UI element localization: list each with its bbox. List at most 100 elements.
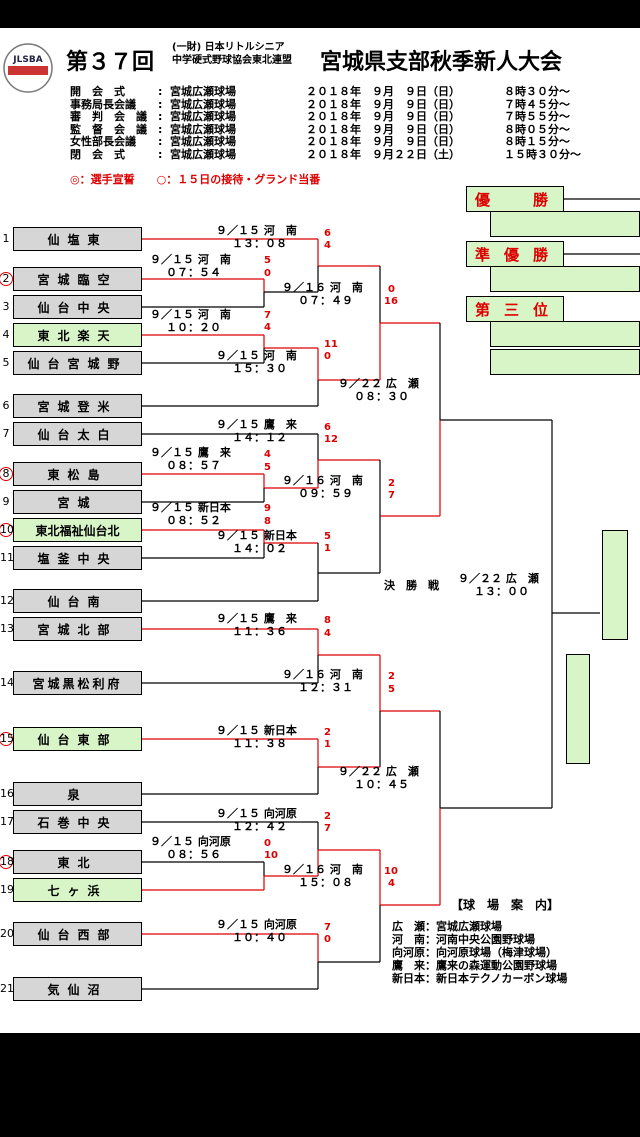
score-value: 0	[264, 268, 271, 279]
match-date-venue: ９／１６ 河 南	[282, 281, 363, 294]
score-value: 0	[388, 284, 395, 295]
score-value: 5	[324, 531, 331, 542]
team-number: 5	[2, 356, 10, 369]
match-date-venue: ９／１６ 河 南	[282, 668, 363, 681]
team-name: 仙台中央	[13, 295, 142, 319]
match-time: １２：３１	[298, 681, 353, 694]
team-name: 東北楽天	[13, 323, 142, 347]
match-date-venue: ９／１５ 鷹 来	[150, 446, 231, 459]
score-value: 0	[324, 934, 331, 945]
match-date-venue: ９／１５ 河 南	[216, 224, 297, 237]
match-date-venue: ９／１５ 河 南	[150, 308, 231, 321]
team-number: 12	[0, 594, 14, 607]
team-number: 1	[2, 232, 10, 245]
schedule-venue: 宮城広瀬球場	[170, 135, 236, 148]
schedule-label: 女性部長会議	[70, 135, 136, 148]
schedule-date: ２０１８年 ９月 ９日（日）	[306, 135, 460, 148]
team-number: 9	[2, 495, 10, 508]
team-number: 11	[0, 551, 14, 564]
schedule-label: 審 判 会 議	[70, 110, 147, 123]
schedule-date: ２０１８年 ９月 ９日（日）	[306, 122, 460, 136]
match-date-venue: ９／１５ 河 南	[150, 253, 231, 266]
match-date-venue: ９／１５ 鷹 来	[216, 612, 297, 625]
match-date-venue: ９／１５ 向河原	[216, 918, 297, 931]
team-name: 仙台宮城野	[13, 351, 142, 375]
team-number: 20	[0, 927, 14, 940]
schedule-time: ８時１５分～	[504, 135, 570, 148]
match-time: ０８：３０	[354, 390, 409, 403]
league-logo: JLSBA	[2, 42, 54, 94]
match-date-venue: ９／２２ 広 瀬	[338, 377, 419, 390]
schedule-colon: :	[158, 147, 163, 161]
team-name: 仙台南	[13, 589, 142, 613]
svg-text:JLSBA: JLSBA	[12, 55, 42, 65]
team-number: 13	[0, 622, 14, 635]
runner-up-label: 準優勝	[466, 241, 564, 267]
schedule-time: ８時０５分～	[504, 122, 570, 136]
score-value: 2	[388, 478, 395, 489]
match-time: ０８：５６	[166, 848, 221, 861]
schedule-label: 監 督 会 議	[70, 122, 147, 136]
schedule-date: ２０１８年 ９月 ９日（日）	[306, 110, 460, 123]
score-value: 4	[264, 322, 271, 333]
match-time: １３：０８	[232, 237, 287, 250]
match-time: ０７：５４	[166, 266, 221, 279]
team-number: 15	[0, 732, 14, 745]
schedule-time: ７時５５分～	[504, 110, 570, 123]
team-name: 仙塩東	[13, 227, 142, 251]
venue-row: 鷹 来：鷹来の森運動公園野球場	[392, 959, 557, 972]
venue-row: 広 瀬：宮城広瀬球場	[392, 920, 502, 933]
match-date-venue: ９／１５ 新日本	[216, 724, 297, 737]
team-name: 宮城登米	[13, 394, 142, 418]
duty-circle-mark	[0, 732, 13, 746]
final-label: 決 勝 戦	[384, 579, 439, 592]
score-value: 10	[384, 866, 398, 877]
venue-row: 向河原：向河原球場（梅津球場）	[392, 946, 557, 959]
duty-circle-mark	[0, 523, 13, 537]
match-time: １１：３６	[232, 625, 287, 638]
score-value: 7	[388, 490, 395, 501]
score-value: 10	[264, 850, 278, 861]
team-name: 東北	[13, 850, 142, 874]
schedule-date: ２０１８年 ９月 ９日（日）	[306, 97, 460, 111]
venue-row: 河 南：河南中央公園野球場	[392, 933, 535, 946]
score-value: 7	[264, 310, 271, 321]
score-value: 1	[324, 543, 331, 554]
duty-circle-mark	[0, 855, 13, 869]
schedule-time: ７時４５分～	[504, 97, 570, 111]
score-value: 7	[324, 922, 331, 933]
schedule-colon: :	[158, 85, 163, 98]
team-number: 21	[0, 982, 14, 995]
score-value: 4	[324, 240, 331, 251]
match-date-venue: ９／１５ 河 南	[216, 349, 297, 362]
schedule-venue: 宮城広瀬球場	[170, 147, 236, 161]
match-time: ０８：５７	[166, 459, 221, 472]
schedule-venue: 宮城広瀬球場	[170, 97, 236, 111]
match-time: １３：００	[474, 585, 529, 598]
team-number: 2	[2, 272, 10, 285]
team-number: 17	[0, 815, 14, 828]
score-value: 16	[384, 296, 398, 307]
team-number: 10	[0, 523, 14, 536]
final-side-box	[566, 654, 590, 764]
team-name: 宮城臨空	[13, 267, 142, 291]
team-number: 18	[0, 855, 14, 868]
match-time: １１：３８	[232, 737, 287, 750]
runner-up-box	[490, 266, 640, 292]
score-value: 2	[388, 671, 395, 682]
team-number: 14	[0, 676, 14, 689]
score-value: 6	[324, 228, 331, 239]
match-date-venue: ９／１５ 新日本	[150, 501, 231, 514]
duty-circle-mark	[0, 272, 13, 286]
team-name: 石巻中央	[13, 810, 142, 834]
match-date-venue: ９／１５ 新日本	[216, 529, 297, 542]
schedule-colon: :	[158, 122, 163, 136]
schedule-date: ２０１８年 ９月２２日（土）	[306, 147, 460, 161]
third-place-box-1	[490, 321, 640, 347]
score-value: 2	[324, 811, 331, 822]
score-value: 9	[264, 503, 271, 514]
match-time: １２：４２	[232, 820, 287, 833]
score-value: 2	[324, 727, 331, 738]
team-number: 6	[2, 399, 10, 412]
match-time: １４：０２	[232, 542, 287, 555]
